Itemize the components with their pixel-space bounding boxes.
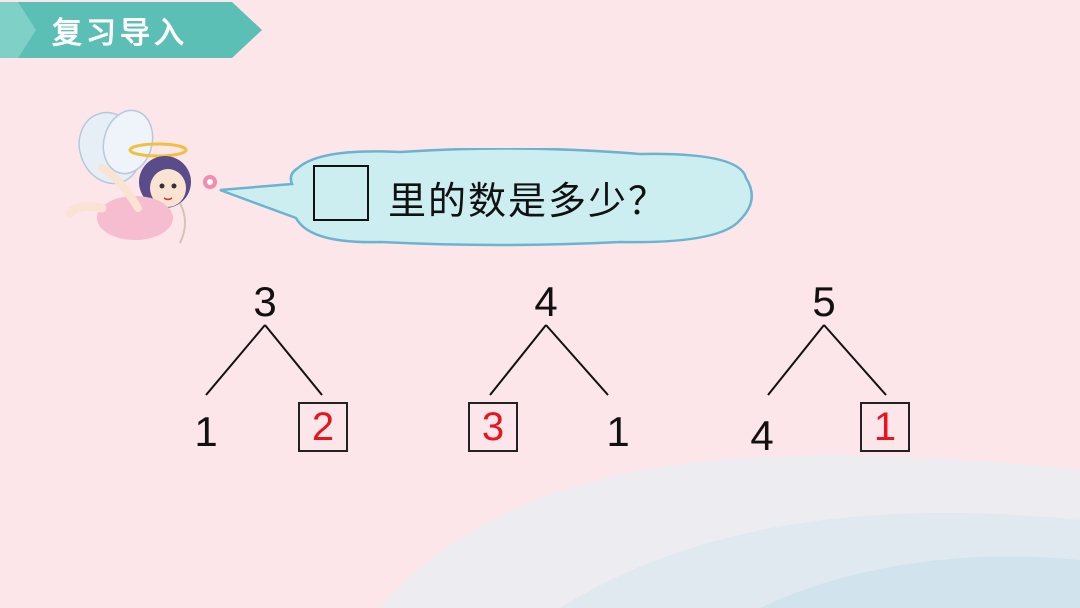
number-bond-3: 5 4 1 <box>742 270 1002 470</box>
bond-answer-box: 1 <box>860 402 910 452</box>
section-title: 复习导入 <box>52 16 188 51</box>
bond-whole: 4 <box>534 278 558 325</box>
bond-whole: 5 <box>812 278 836 325</box>
number-bond-1: 3 1 2 <box>180 270 440 470</box>
placeholder-box <box>313 165 369 221</box>
bond-part-left: 1 <box>194 408 218 455</box>
bond-answer-box: 3 <box>468 402 518 452</box>
bond-whole: 3 <box>253 278 277 325</box>
bond-part-left: 4 <box>750 412 774 459</box>
title-banner <box>0 2 262 58</box>
bond-answer-box: 2 <box>298 402 348 452</box>
number-bond-2: 4 3 1 <box>466 270 726 470</box>
bond-lines <box>767 324 887 396</box>
fairy-illustration <box>65 109 217 244</box>
speech-text: 里的数是多少？ <box>388 179 669 223</box>
bond-part-right: 1 <box>606 408 630 455</box>
bond-lines <box>489 324 609 396</box>
bond-lines <box>205 324 323 396</box>
